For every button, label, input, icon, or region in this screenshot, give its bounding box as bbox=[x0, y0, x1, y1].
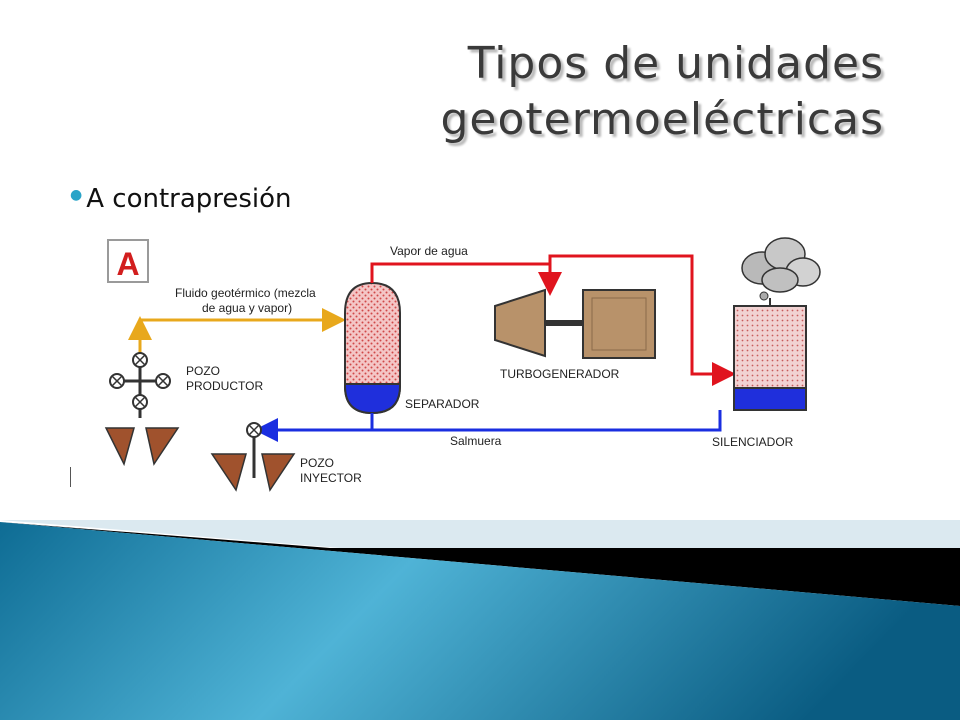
bullet-text: A contrapresión bbox=[86, 184, 292, 214]
fluid-label-1: Fluido geotérmico (mezcla bbox=[175, 286, 316, 300]
text-cursor bbox=[70, 467, 71, 487]
producer-wellhead bbox=[104, 352, 180, 467]
vapor-label: Vapor de agua bbox=[390, 244, 468, 258]
salmuera-label: Salmuera bbox=[450, 434, 502, 448]
pozo-inyector-label-2: INYECTOR bbox=[300, 471, 362, 485]
brine-line bbox=[254, 410, 722, 442]
badge-a: A bbox=[107, 239, 149, 283]
fluid-label-2: de agua y vapor) bbox=[202, 301, 292, 315]
turbogenerator bbox=[494, 288, 656, 359]
pozo-productor-label-2: PRODUCTOR bbox=[186, 379, 263, 393]
turbogenerador-label: TURBOGENERADOR bbox=[500, 367, 620, 381]
bullet-dot: ● bbox=[70, 187, 83, 203]
pozo-inyector-label-1: POZO bbox=[300, 456, 334, 470]
pozo-productor-label-1: POZO bbox=[186, 364, 220, 378]
blue-band bbox=[0, 522, 960, 720]
badge-letter: A bbox=[116, 246, 139, 282]
steam-cloud bbox=[741, 237, 821, 301]
separator-vessel bbox=[344, 281, 401, 415]
title-line-2: geotermoeléctricas bbox=[440, 94, 884, 145]
slide-title: Tipos de unidades geotermoeléctricas bbox=[440, 36, 884, 148]
separador-label: SEPARADOR bbox=[405, 397, 480, 411]
injector-wellhead bbox=[210, 422, 296, 492]
light-stripe bbox=[0, 520, 960, 548]
geothermal-plant-diagram: A Fluido geotérmico (mezcla de agua y va… bbox=[104, 237, 821, 492]
bullet-item: ●A contrapresión bbox=[70, 184, 292, 214]
silencer bbox=[733, 298, 807, 411]
title-line-1: Tipos de unidades bbox=[467, 38, 884, 89]
fluid-line bbox=[128, 308, 346, 356]
steam-line bbox=[370, 254, 736, 386]
silenciador-label: SILENCIADOR bbox=[712, 435, 794, 449]
